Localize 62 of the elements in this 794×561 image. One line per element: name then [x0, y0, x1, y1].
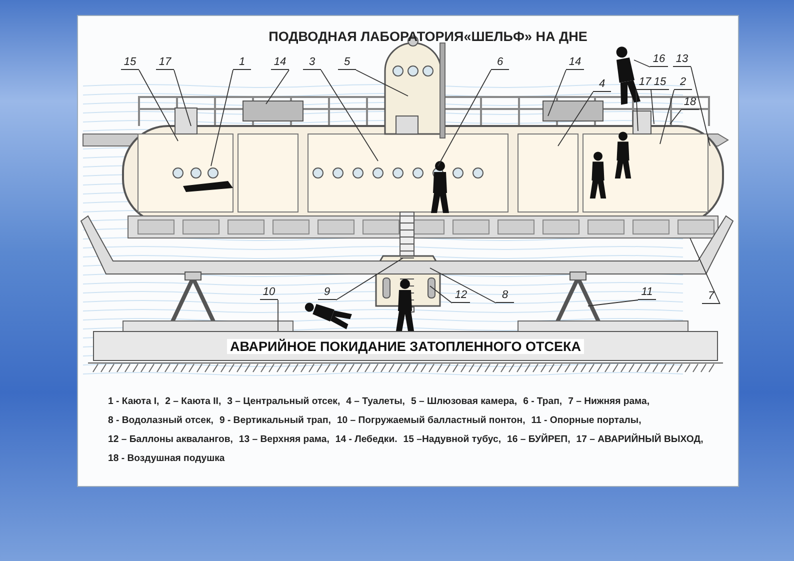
legend-item: 5 – Шлюзовая камера, — [410, 396, 518, 407]
callout-number: 18 — [681, 96, 699, 110]
legend-item: 11 - Опорные порталы, — [531, 415, 642, 426]
leader-line — [636, 90, 638, 132]
leader-line — [210, 70, 234, 166]
legend-item: 18 - Воздушная подушка — [108, 453, 225, 464]
callout-number: 6 — [491, 56, 509, 70]
leader-line — [266, 70, 290, 104]
callout-number: 12 — [452, 289, 470, 303]
legend-item: 13 – Верхняя рама, — [238, 434, 330, 445]
callout-number: 8 — [496, 289, 514, 303]
callout-number: 15 — [651, 76, 669, 90]
callout-number: 15 — [121, 56, 139, 70]
callout-number: 1 — [233, 56, 251, 70]
leader-line — [634, 60, 650, 68]
leader-line — [438, 70, 492, 166]
callout-number: 16 — [650, 53, 668, 67]
leader-line — [558, 92, 594, 146]
leader-line — [690, 66, 710, 146]
leader-line — [588, 300, 638, 306]
leader-line — [138, 70, 178, 142]
callout-number: 10 — [260, 286, 278, 300]
leader-line — [548, 70, 566, 116]
callout-number: 17 — [156, 56, 174, 70]
legend-item: 6 - Трап, — [523, 396, 562, 407]
callout-number: 2 — [674, 76, 692, 90]
legend-item: 2 – Каюта II, — [165, 396, 222, 407]
legend-item: 17 – АВАРИЙНЫЙ ВЫХОД, — [576, 434, 704, 445]
callout-number: 13 — [673, 53, 691, 67]
legend-item: 14 - Лебедки. — [335, 434, 398, 445]
pontoon — [93, 331, 718, 361]
callout-number: 14 — [566, 56, 584, 70]
callout-number: 11 — [638, 286, 656, 300]
leader-line — [690, 238, 720, 304]
leader-line — [320, 70, 378, 162]
pontoon-caption: АВАРИЙНОЕ ПОКИДАНИЕ ЗАТОПЛЕННОГО ОТСЕКА — [226, 338, 584, 354]
leader-line — [356, 70, 408, 96]
legend-item: 12 – Баллоны аквалангов, — [108, 434, 233, 445]
callout-number: 17 — [636, 76, 654, 90]
legend-item: 16 – БУЙРЕП, — [507, 434, 570, 445]
leader-line — [430, 268, 496, 304]
legend-item: 15 –Надувной тубус, — [403, 434, 502, 445]
legend-item: 7 – Нижняя рама, — [568, 396, 650, 407]
legend-item: 1 - Каюта I, — [108, 396, 160, 407]
leader-line — [670, 110, 682, 124]
callout-number: 4 — [593, 78, 611, 92]
legend-item: 9 - Вертикальный трап, — [219, 415, 331, 426]
leader-line — [174, 70, 192, 126]
legend-item: 3 – Центральный отсек, — [227, 396, 340, 407]
callout-number: 3 — [303, 56, 321, 70]
legend-item: 4 – Туалеты, — [346, 396, 405, 407]
callout-number: 9 — [318, 286, 336, 300]
callout-number: 14 — [271, 56, 289, 70]
legend-item: 8 - Водолазный отсек, — [108, 415, 214, 426]
leader-line — [336, 258, 404, 300]
leader-line — [430, 286, 452, 304]
diagram-title: ПОДВОДНАЯ ЛАБОРАТОРИЯ«ШЕЛЬФ» НА ДНЕ — [268, 29, 588, 44]
callout-number: 5 — [338, 56, 356, 70]
leader-line — [660, 90, 674, 144]
legend-item: 10 – Погружаемый балластный понтон, — [336, 415, 526, 426]
callout-number: 7 — [702, 290, 720, 304]
leader-line — [650, 90, 654, 124]
